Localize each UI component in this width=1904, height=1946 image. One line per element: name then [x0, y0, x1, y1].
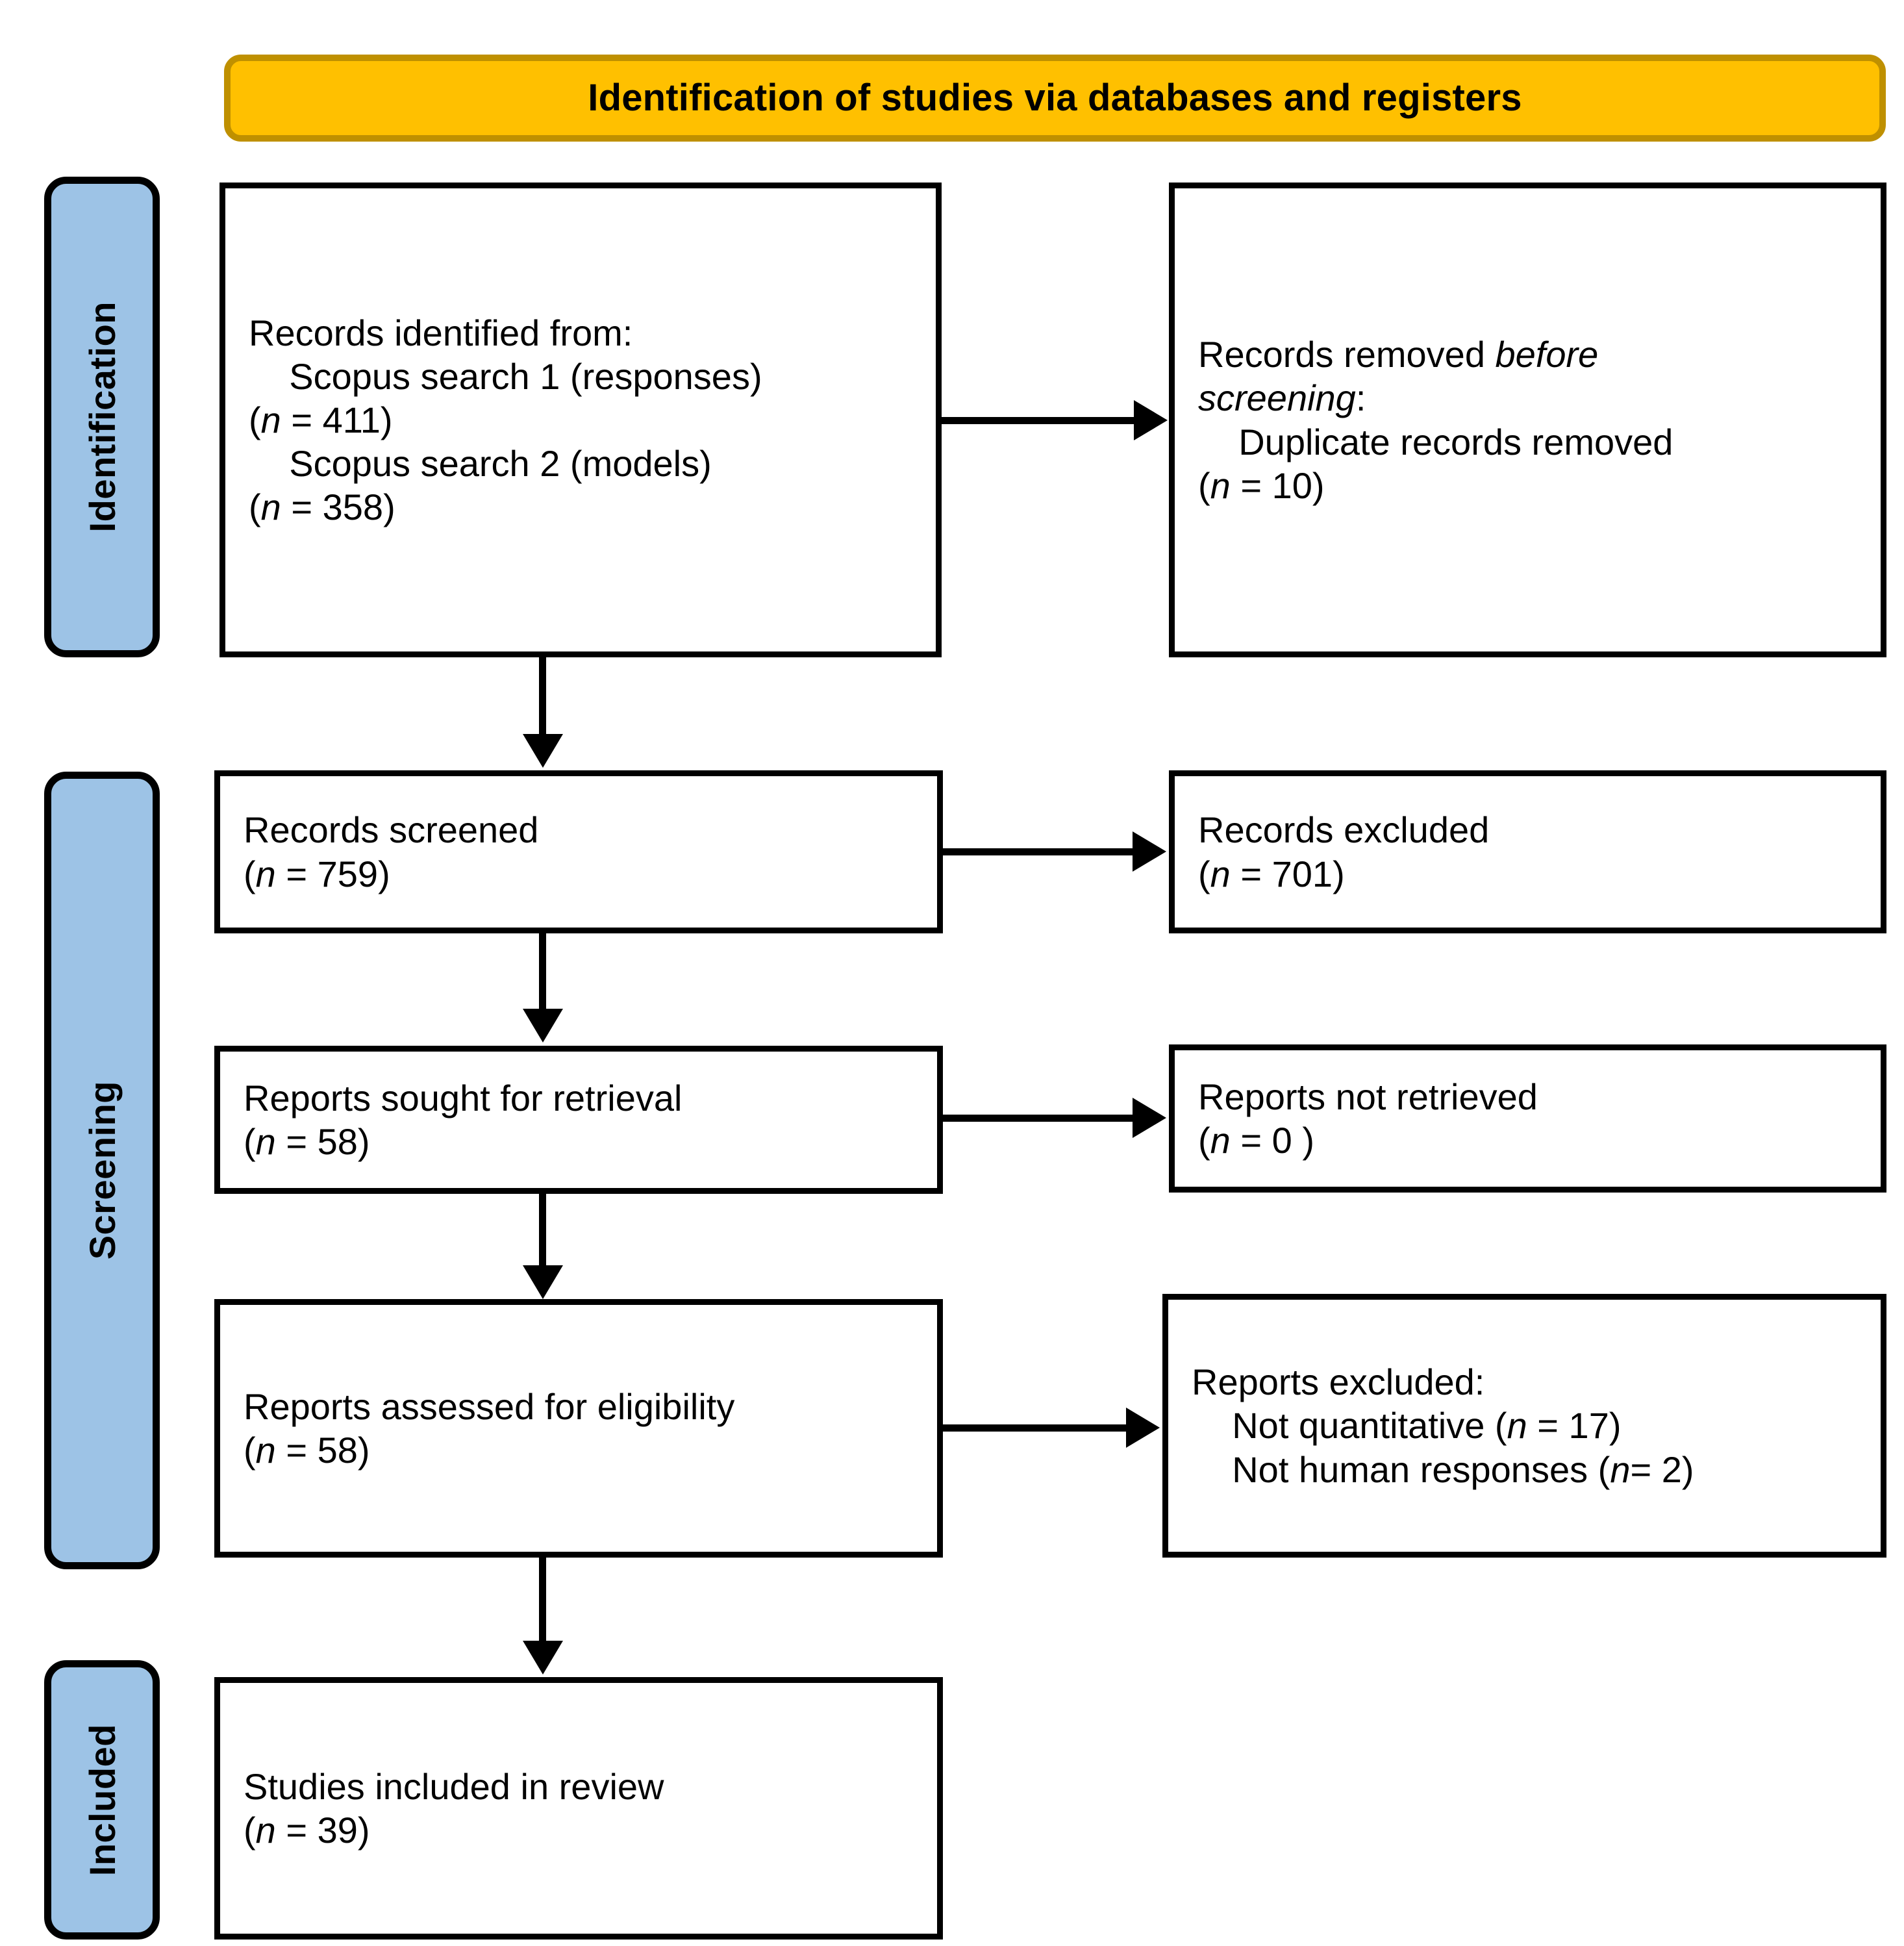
box-records-excluded: Records excluded(n = 701) — [1169, 770, 1886, 933]
arrow-line — [943, 1424, 1129, 1432]
stage-label-identification: Identification — [81, 301, 123, 533]
arrow-line — [943, 1115, 1135, 1122]
stage-pill-screening: Screening — [44, 772, 160, 1569]
box-reports-sought-text: Reports sought for retrieval(n = 58) — [244, 1077, 683, 1162]
arrowhead-right-icon — [1133, 831, 1166, 872]
arrowhead-right-icon — [1126, 1408, 1160, 1448]
arrowhead-down-icon — [523, 1641, 563, 1674]
box-reports-not-retrieved: Reports not retrieved(n = 0 ) — [1169, 1044, 1886, 1193]
diagram-title-banner: Identification of studies via databases … — [224, 55, 1886, 142]
box-records-excluded-text: Records excluded(n = 701) — [1198, 809, 1490, 894]
arrowhead-right-icon — [1133, 1098, 1166, 1138]
box-reports-not-retrieved-text: Reports not retrieved(n = 0 ) — [1198, 1076, 1538, 1161]
box-records-screened: Records screened(n = 759) — [214, 770, 943, 933]
arrowhead-down-icon — [523, 1009, 563, 1042]
arrow-line — [539, 657, 546, 735]
box-records-identified: Records identified from: Scopus search 1… — [219, 183, 942, 657]
box-reports-assessed: Reports assessed for eligibility(n = 58) — [214, 1299, 943, 1558]
box-records-screened-text: Records screened(n = 759) — [244, 809, 539, 894]
arrow-line — [942, 417, 1136, 424]
box-records-identified-text: Records identified from: Scopus search 1… — [249, 312, 762, 528]
arrow-line — [943, 848, 1135, 855]
stage-pill-included: Included — [44, 1660, 160, 1940]
stage-label-screening: Screening — [81, 1081, 123, 1260]
arrow-line — [539, 933, 546, 1010]
stage-label-included: Included — [81, 1723, 123, 1876]
arrowhead-right-icon — [1134, 400, 1168, 440]
arrow-line — [539, 1558, 546, 1642]
box-reports-assessed-text: Reports assessed for eligibility(n = 58) — [244, 1385, 735, 1471]
box-studies-included-text: Studies included in review(n = 39) — [244, 1765, 664, 1851]
stage-pill-identification: Identification — [44, 177, 160, 657]
arrowhead-down-icon — [523, 734, 563, 768]
box-reports-sought: Reports sought for retrieval(n = 58) — [214, 1046, 943, 1194]
arrowhead-down-icon — [523, 1265, 563, 1299]
box-reports-excluded: Reports excluded: Not quantitative (n = … — [1162, 1294, 1886, 1558]
arrow-line — [539, 1194, 546, 1267]
diagram-title: Identification of studies via databases … — [588, 77, 1522, 120]
box-studies-included: Studies included in review(n = 39) — [214, 1677, 943, 1940]
box-reports-excluded-text: Reports excluded: Not quantitative (n = … — [1192, 1361, 1694, 1490]
